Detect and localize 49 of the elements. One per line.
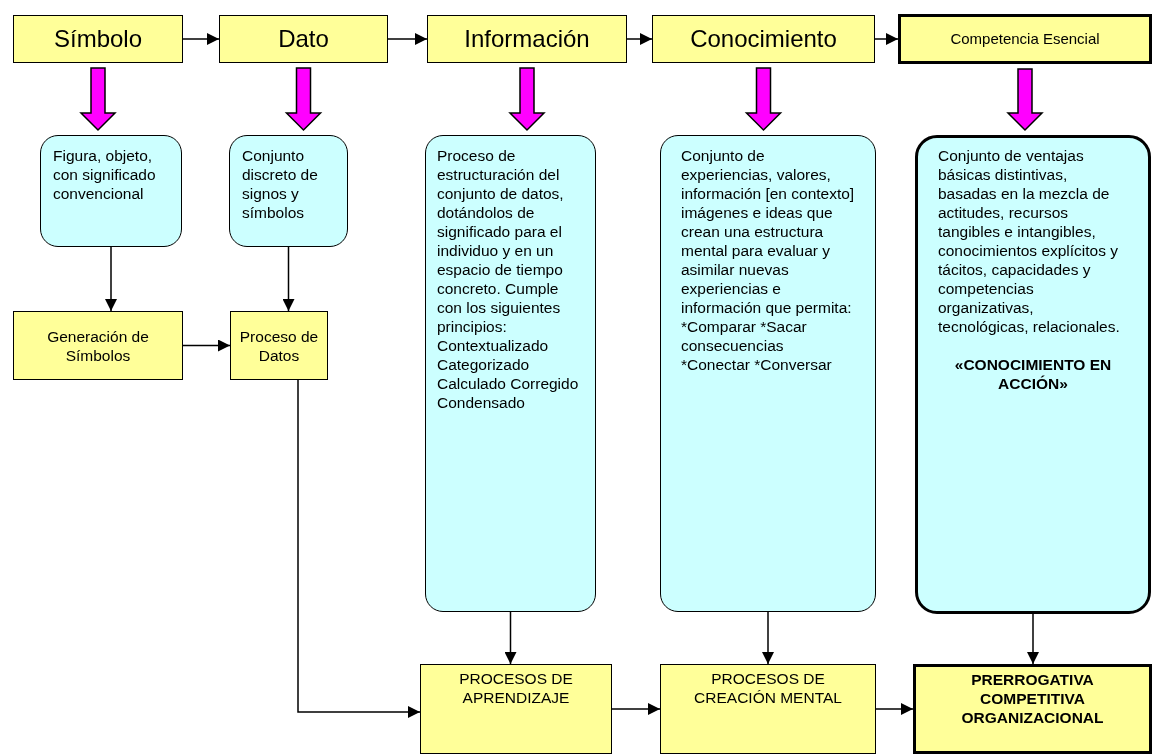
arrow	[387, 33, 428, 45]
box-text: Conjunto discreto de signos y símbolos	[242, 146, 319, 222]
block-arrow	[744, 67, 783, 132]
box-text: PROCESOS DE APRENDIZAJE	[458, 669, 574, 707]
process-box	[420, 664, 612, 754]
arrow	[182, 339, 231, 352]
definition-box	[425, 135, 596, 612]
box-text: Símbolo	[53, 24, 142, 54]
block-arrow	[508, 67, 546, 132]
arrow	[282, 246, 295, 312]
result-box	[913, 664, 1152, 754]
box-text: PRERROGATIVA COMPETITIVA ORGANIZACIONAL	[960, 670, 1105, 727]
arrow	[1027, 613, 1039, 665]
concept-box	[427, 15, 627, 63]
process-box	[230, 311, 328, 380]
arrow	[626, 33, 653, 45]
definition-box	[40, 135, 182, 247]
block-arrow	[79, 67, 117, 132]
box-text: Competencia Esencial	[950, 28, 1100, 49]
concept-box	[898, 14, 1152, 64]
emphasis-text: «CONOCIMIENTO EN ACCIÓN»	[953, 355, 1113, 393]
arrow	[611, 703, 661, 715]
box-text: PROCESOS DE CREACIÓN MENTAL	[693, 669, 843, 707]
arrow	[297, 379, 421, 718]
definition-box	[915, 135, 1151, 614]
concept-box	[652, 15, 875, 63]
process-box	[13, 311, 183, 380]
box-text: Proceso de estructuración del conjunto de datos, dotándolos de significado para el individuo y en un espacio de tiempo concreto. Cumple con los siguientes principios: Contextualizado Categorizado Calculado Corregido Condensado	[437, 146, 580, 412]
arrow	[762, 611, 774, 665]
box-text: Proceso de Datos	[238, 326, 320, 365]
concept-box	[219, 15, 388, 63]
arrow	[874, 33, 899, 45]
box-text: Conocimiento	[690, 24, 837, 54]
definition-box	[229, 135, 348, 247]
box-text: Dato	[278, 24, 329, 54]
arrow	[504, 611, 517, 665]
box-text: Conjunto de ventajas básicas distintivas, basadas en la mezcla de actitudes, recursos tangibles e intangibles, conocimientos explícitos y tácitos, capacidades y competencias organizativas, tecnológicas, relacionales.	[938, 146, 1121, 336]
definition-box	[660, 135, 876, 612]
arrow	[105, 246, 117, 312]
block-arrow	[284, 67, 323, 132]
box-text: Conjunto de experiencias, valores, información [en contexto] imágenes e ideas que crean una estructura mental para evaluar y asimilar nuevas experiencias e información que permita: *Comparar *Sacar consecuencias *Conectar *Conversar	[681, 146, 855, 374]
arrow	[875, 703, 914, 715]
box-text: Generación de Símbolos	[46, 326, 150, 365]
arrow	[182, 33, 220, 45]
concept-box	[13, 15, 183, 63]
process-box	[660, 664, 876, 754]
block-arrow	[1006, 68, 1044, 132]
box-text: Información	[464, 24, 590, 54]
box-text: Figura, objeto, con significado convencional	[53, 146, 157, 203]
